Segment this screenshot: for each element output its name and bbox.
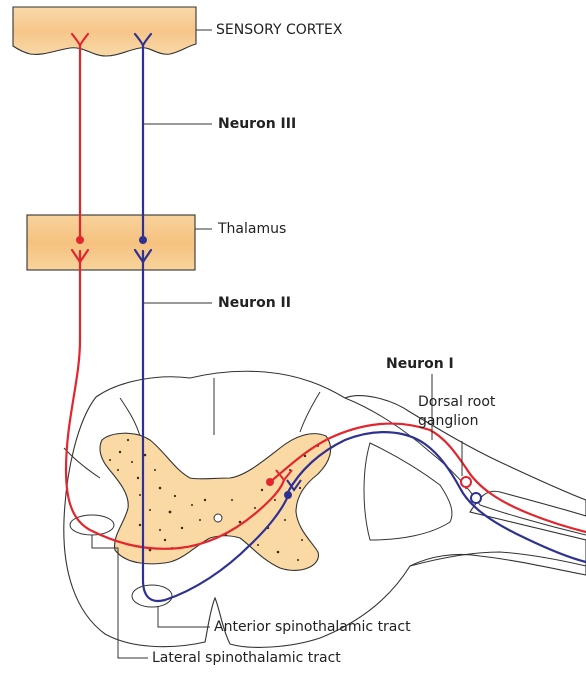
label-dorsal-root-ganglion-line2: ganglion <box>418 413 478 430</box>
thalamus-block <box>27 215 195 270</box>
label-lateral-spinothalamic-tract: Lateral spinothalamic tract <box>152 650 341 667</box>
label-sensory-cortex: SENSORY CORTEX <box>216 22 342 39</box>
label-neuron-1: Neuron I <box>386 356 454 373</box>
sensory-cortex-block <box>13 7 196 56</box>
label-neuron-2: Neuron II <box>218 295 291 312</box>
central-canal <box>214 514 222 522</box>
red-ganglion-cell <box>461 477 471 487</box>
red-synapse-thalamus <box>76 236 84 244</box>
label-thalamus: Thalamus <box>218 221 286 238</box>
blue-synapse-thalamus <box>139 236 147 244</box>
blue-synapse-dorsal-horn <box>284 491 292 499</box>
blue-ganglion-cell <box>471 493 481 503</box>
label-neuron-3: Neuron III <box>218 116 296 133</box>
label-dorsal-root-ganglion-line1: Dorsal root <box>418 394 495 411</box>
label-anterior-spinothalamic-tract: Anterior spinothalamic tract <box>214 619 411 636</box>
red-synapse-dorsal-horn <box>266 478 274 486</box>
